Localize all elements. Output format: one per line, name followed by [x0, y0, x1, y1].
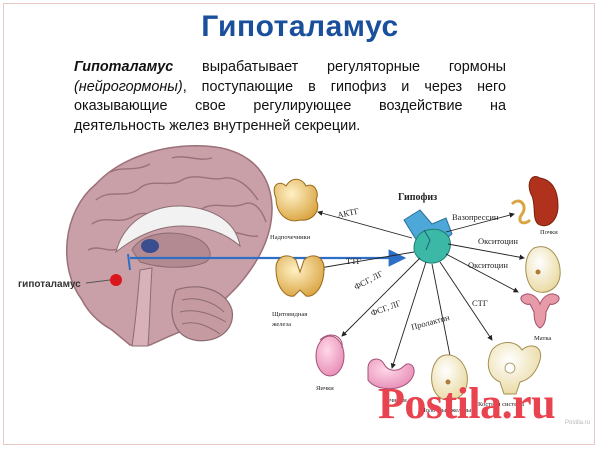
brain-illustration — [65, 145, 273, 347]
slide-frame — [3, 3, 595, 445]
arrow-oxytocin-1 — [447, 243, 525, 260]
mammary-illustration — [431, 354, 468, 401]
label-oxytocin-2: Окситоцин — [468, 260, 508, 270]
label-mammary: Молочные железы — [420, 407, 472, 414]
mammary-gland-2-illustration — [525, 246, 561, 293]
pituitary-label: Гипофиз — [398, 192, 437, 203]
label-oxytocin-1: Окситоцин — [478, 236, 518, 246]
ovaries-illustration — [367, 358, 415, 390]
cerebellum-folds — [179, 298, 227, 335]
brain-gyri — [87, 156, 267, 251]
slide-title: Гипоталамус — [201, 10, 399, 43]
hypothalamus-to-pituitary-arrow-2 — [127, 253, 131, 271]
brainstem — [131, 267, 153, 347]
label-thyroid-2: железа — [271, 321, 291, 328]
paragraph-italic: (нейрогормоны) — [74, 78, 183, 95]
label-acth: АКТГ — [336, 206, 360, 220]
label-bones: Костная система — [478, 401, 524, 408]
label-fsh-2: ФСГ, ЛГ — [369, 298, 402, 318]
label-uterus: Матка — [534, 335, 551, 342]
label-ovaries: Яичники — [382, 397, 407, 404]
hypothalamus-pointer — [85, 279, 111, 284]
label-stg: СТГ — [472, 298, 488, 308]
description-paragraph: Гипоталамус вырабатывает регуляторные го… — [74, 58, 506, 136]
arrow-stg — [439, 261, 493, 341]
corpus-callosum — [115, 205, 241, 254]
thalamus-core — [141, 239, 159, 253]
kidneys-illustration — [510, 176, 559, 227]
arrow-fsh-2 — [390, 261, 427, 369]
hormone-arrows — [317, 210, 525, 369]
label-thyroid-1: Щитовидная — [272, 311, 307, 318]
hypothalamus-red-dot — [110, 274, 122, 286]
arrow-acth — [317, 210, 413, 239]
label-kidneys: Почки — [540, 229, 558, 236]
arrow-vasopressin — [445, 212, 515, 233]
thyroid-illustration — [275, 255, 325, 297]
cerebellum — [171, 286, 234, 342]
watermark: Postila.ru — [378, 379, 556, 428]
label-testes: Яички — [316, 385, 334, 392]
adrenal-gland-illustration — [273, 178, 319, 222]
pelvis-bones-illustration — [487, 342, 542, 395]
testes-illustration — [315, 334, 345, 377]
uterus-illustration — [520, 293, 560, 329]
watermark-small: Postila.ru — [564, 420, 590, 426]
label-fsh-1: ФСГ, ЛГ — [352, 268, 384, 292]
arrow-fsh-1 — [341, 257, 421, 337]
paragraph-part-2: , поступающие в гипофиз и через него ока… — [74, 78, 506, 134]
paragraph-part-1: вырабатывает регуляторные гормоны — [173, 59, 506, 75]
label-ttg: ТТГ — [346, 256, 361, 266]
term-hypothalamus: Гипоталамус — [74, 59, 174, 75]
arrow-oxytocin-2 — [445, 253, 519, 293]
hypothalamus-label: гипоталамус — [18, 279, 81, 290]
label-adrenal: Надпочечники — [270, 234, 311, 241]
arrow-ttg — [319, 251, 415, 270]
pituitary-gland — [403, 209, 453, 264]
label-vasopressin: Вазопрессин — [452, 212, 499, 222]
arrow-prolactin — [431, 263, 454, 367]
